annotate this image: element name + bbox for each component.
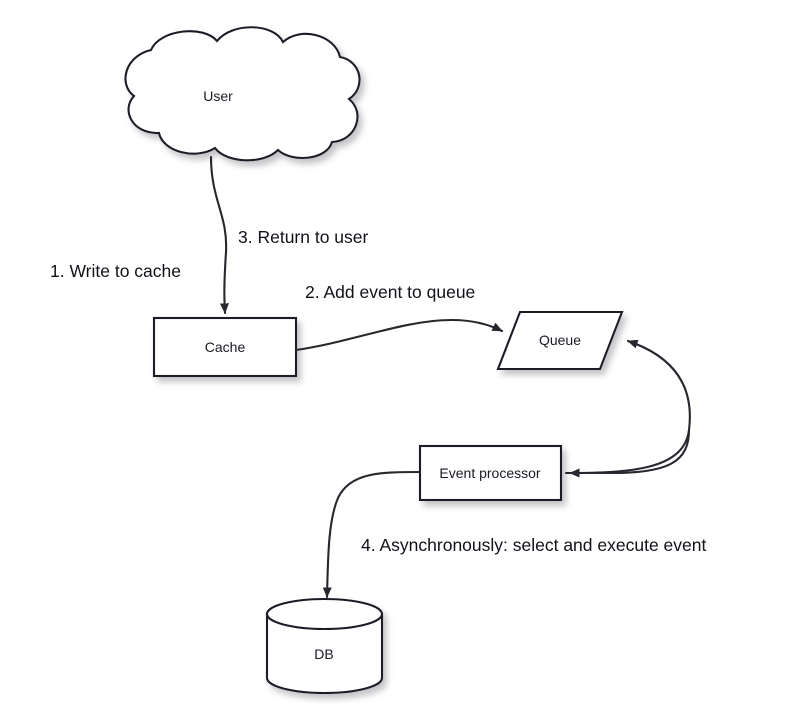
edge-cache-to-queue bbox=[294, 318, 504, 352]
edge-processor-queue-loop-tail bbox=[568, 428, 691, 478]
node-queue[interactable]: Queue bbox=[496, 310, 624, 371]
edge-user-to-cache bbox=[209, 155, 229, 315]
node-user[interactable]: User bbox=[124, 26, 361, 162]
node-event-processor-label: Event processor bbox=[439, 465, 540, 481]
node-cache[interactable]: Cache bbox=[152, 316, 298, 378]
node-db-label: DB bbox=[314, 646, 333, 662]
node-user-label: User bbox=[203, 88, 233, 104]
step-label-2: 2. Add event to queue bbox=[305, 282, 475, 302]
node-queue-label: Queue bbox=[539, 332, 581, 348]
node-db[interactable]: DB bbox=[265, 597, 384, 695]
node-cache-label: Cache bbox=[205, 339, 246, 355]
step-label-4: 4. Asynchronously: select and execute ev… bbox=[361, 535, 706, 555]
edge-processor-to-db bbox=[322, 470, 422, 599]
step-label-3: 3. Return to user bbox=[238, 227, 369, 247]
step-label-1: 1. Write to cache bbox=[50, 261, 181, 281]
node-event-processor[interactable]: Event processor bbox=[418, 444, 563, 502]
